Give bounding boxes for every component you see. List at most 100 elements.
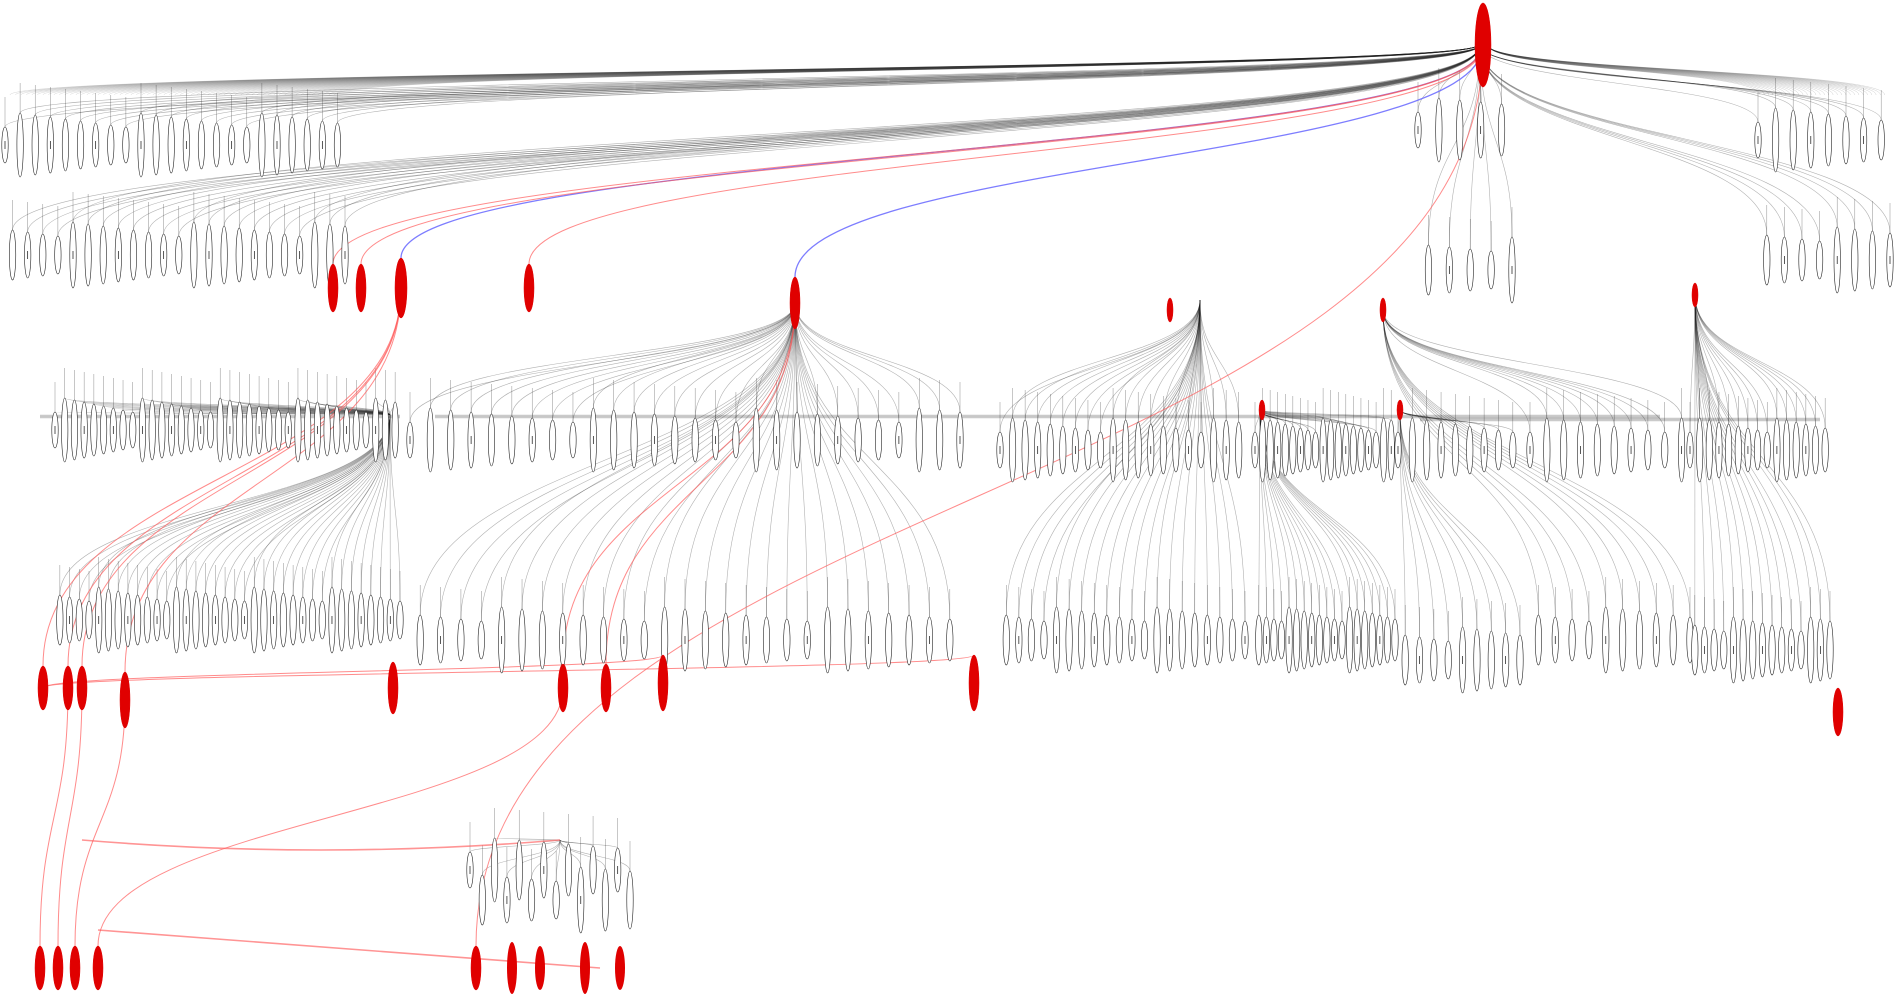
graph-node (192, 590, 200, 650)
graph-node (1778, 626, 1786, 674)
edge (235, 44, 1479, 96)
highlighted-node (507, 942, 517, 994)
edge (273, 44, 1479, 96)
edge (19, 44, 1481, 114)
edge (1399, 409, 1499, 431)
edge (521, 302, 796, 610)
graph-node (447, 409, 455, 471)
edge (1479, 44, 1856, 230)
graph-node (1423, 419, 1431, 481)
edge (1037, 299, 1201, 423)
edge (140, 44, 1481, 114)
edge (1694, 294, 1811, 618)
highlighted-node (600, 663, 612, 713)
graph-node (1424, 244, 1432, 296)
graph-node (1040, 620, 1048, 660)
edge (337, 44, 1481, 124)
graph-node (691, 417, 699, 463)
graph-node (1115, 616, 1123, 664)
edge (205, 414, 391, 594)
edge (155, 44, 1481, 116)
edge (389, 414, 401, 602)
edge (119, 44, 1479, 96)
graph-node (1140, 620, 1148, 660)
highlighted-node (968, 654, 980, 712)
edge (279, 44, 1479, 96)
edge (1487, 44, 1774, 96)
edge (794, 302, 961, 413)
highlighted-edge (42, 654, 975, 689)
graph-node (231, 598, 239, 642)
edge (1479, 44, 1820, 242)
edge (224, 414, 391, 598)
edge (1018, 299, 1201, 618)
edge (246, 44, 1481, 128)
edge (1694, 294, 1826, 429)
edge (674, 302, 796, 417)
edge (329, 44, 1481, 225)
edge (1382, 309, 1666, 433)
edge (794, 302, 930, 618)
edge (163, 44, 1479, 96)
edge (1049, 299, 1201, 425)
edge (27, 44, 1481, 233)
edge (1399, 409, 1506, 634)
graph-node (1593, 423, 1601, 477)
edge (48, 44, 1479, 96)
graph-node (294, 397, 302, 463)
edge (1199, 299, 1214, 419)
edge (299, 44, 1481, 237)
edge (794, 302, 900, 423)
edge (301, 44, 1479, 96)
edge (1382, 309, 1649, 431)
graph-node (1191, 612, 1199, 668)
edge (1062, 299, 1201, 427)
graph-node (1065, 608, 1073, 672)
edge (633, 302, 796, 413)
edge (1694, 294, 1792, 630)
graph-node (1277, 620, 1285, 660)
edge (80, 44, 1481, 122)
edge (1487, 44, 1881, 96)
edge (314, 44, 1481, 223)
edge (999, 299, 1201, 433)
graph-node (426, 407, 434, 473)
graph-node (1725, 423, 1733, 477)
edge (1112, 299, 1201, 419)
edge (9, 44, 1479, 96)
edge (794, 302, 910, 616)
edge (136, 44, 1479, 96)
graph-node (250, 586, 258, 654)
edge (312, 44, 1479, 96)
edge (794, 302, 869, 612)
edge (306, 44, 1479, 96)
edge (694, 302, 796, 419)
graph-node (1046, 423, 1054, 477)
edge (1259, 409, 1396, 620)
graph-node (275, 409, 283, 451)
edge (409, 302, 796, 423)
edge (224, 44, 1479, 96)
edge (684, 302, 796, 610)
graph-node (1327, 419, 1335, 481)
edge (1689, 294, 1696, 433)
graph-node (190, 221, 198, 289)
edge (794, 302, 940, 411)
edge (1479, 44, 1847, 117)
graph-node (515, 839, 523, 901)
graph-node (177, 405, 185, 455)
edge (37, 44, 1479, 96)
edge (603, 302, 796, 618)
graph-node (1851, 228, 1859, 292)
edge (430, 302, 796, 409)
edge (254, 44, 1481, 231)
edge (125, 44, 1481, 128)
graph-node (1380, 417, 1388, 483)
edge (108, 44, 1479, 96)
edge (480, 302, 796, 622)
edge (1428, 44, 1481, 246)
graph-node (1368, 612, 1376, 668)
edge (1479, 44, 1794, 111)
graph-node (1027, 618, 1035, 662)
edge (1163, 299, 1201, 427)
